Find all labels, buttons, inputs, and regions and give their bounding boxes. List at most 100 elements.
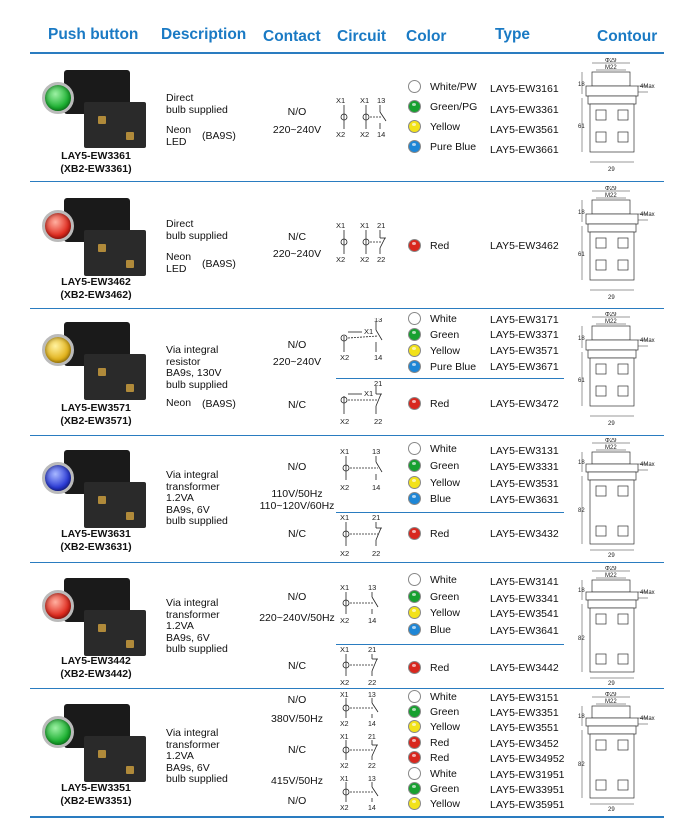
dim-label: 29 [608, 553, 615, 558]
dim-label: 29 [608, 681, 615, 686]
contact-type: N/C [287, 399, 307, 411]
contact-type: N/C [287, 231, 307, 243]
color-dot-green [408, 590, 421, 603]
color-dot-blue [408, 140, 421, 153]
dim-label: 4Max [640, 84, 655, 90]
contour-drawing: Φ29 M22 18 61 29 4Max [578, 58, 655, 173]
header-push-button: Push button [48, 26, 139, 43]
circuit-label: X2 [340, 616, 349, 625]
footer-rule [30, 816, 664, 818]
circuit-label: 13 [368, 583, 376, 592]
description: Direct bulb supplied [166, 92, 228, 116]
type-code: LAY5-EW3442 [490, 662, 559, 674]
contour-drawing: Φ29 M22 18 61 29 4Max [578, 312, 655, 427]
lens-icon [42, 716, 74, 748]
header-rule [30, 52, 664, 54]
dim-label: 29 [608, 295, 615, 301]
color-dot-blue [408, 492, 421, 505]
circuit-label: X2 [340, 763, 349, 770]
dim-label: 18 [578, 82, 585, 88]
circuit-label: 13 [368, 776, 376, 783]
circuit-label: 13 [377, 96, 385, 105]
type-code: LAY5-EW3151 [490, 692, 559, 704]
color-name: White [430, 313, 457, 325]
switch-base [84, 102, 146, 148]
color-dot-red [408, 239, 421, 252]
circuit-label: X1 [340, 447, 349, 456]
circuit-diagram: X1 13 X2 14 X1 21 X2 22 [340, 318, 382, 426]
type-code: LAY5-EW3341 [490, 593, 559, 605]
circuit-label: X1 [340, 776, 349, 783]
model-code: LAY5-EW3442(XB2-EW3442) [60, 655, 132, 680]
switch-base [84, 736, 146, 782]
description: Neon [166, 397, 192, 409]
switch-base [84, 482, 146, 528]
contact-voltage: 220~240V [272, 356, 322, 368]
type-code: LAY5-EW33951 [490, 784, 565, 796]
terminal-screw [98, 116, 106, 124]
description-note: (BA9S) [202, 398, 236, 410]
type-code: LAY5-EW3171 [490, 314, 559, 326]
contact-voltage: 110V/50Hz 110~120V/60Hz [259, 488, 335, 512]
dim-label: M22 [605, 445, 617, 451]
circuit-label: X2 [340, 549, 349, 558]
contact-voltage: 220~240V/50Hz [259, 612, 335, 624]
circuit-label: X2 [340, 353, 349, 362]
color-name: Yellow [430, 477, 460, 489]
circuit-label: 22 [368, 678, 376, 687]
dim-label: Φ29 [605, 58, 617, 64]
circuit-label: 14 [368, 616, 376, 625]
type-code: LAY5-EW3361 [490, 104, 559, 116]
circuit-diagram: X1 13 X2 14 X1 21 X2 22 X1 13 X2 14 [340, 692, 379, 812]
circuit-label: 22 [372, 549, 380, 558]
color-dot-yellow [408, 720, 421, 733]
circuit-label: X2 [340, 721, 349, 728]
dim-label: Φ29 [605, 692, 617, 698]
color-dot-green [408, 459, 421, 472]
color-dot-yellow [408, 120, 421, 133]
terminal-screw [126, 384, 134, 392]
dim-label: Φ29 [605, 438, 617, 444]
type-code: LAY5-EW3631 [490, 494, 559, 506]
circuit-diagram: X1 X1 13 X2 X2 14 [336, 96, 387, 139]
color-name: White [430, 768, 457, 780]
type-code: LAY5-EW35951 [490, 799, 565, 811]
circuit-label: X2 [340, 417, 349, 426]
color-name: Yellow [430, 607, 460, 619]
description: Direct bulb supplied [166, 218, 228, 242]
circuit-label: X1 [340, 645, 349, 654]
type-code: LAY5-EW3462 [490, 240, 559, 252]
dim-label: 61 [578, 252, 585, 258]
dim-label: 82 [578, 636, 585, 642]
contact-voltage: 220~240V [272, 124, 322, 136]
color-name: Red [430, 528, 450, 540]
color-dot-white [408, 690, 421, 703]
description-note: (BA9S) [202, 258, 236, 270]
circuit-label: 21 [368, 645, 376, 654]
lens-icon [42, 82, 74, 114]
circuit-label: X1 [364, 327, 373, 336]
color-name: Pure Blue [430, 361, 477, 373]
terminal-screw [98, 624, 106, 632]
product-image [38, 574, 150, 674]
circuit-label: 22 [368, 763, 376, 770]
contact-type: N/O [287, 461, 307, 473]
circuit-label: X2 [336, 130, 345, 139]
terminal-screw [126, 640, 134, 648]
row-separator [30, 308, 664, 309]
lens-icon [42, 590, 74, 622]
contact-voltage: 380V/50Hz [271, 713, 323, 725]
circuit-label: 14 [368, 721, 376, 728]
type-code: LAY5-EW3131 [490, 445, 559, 457]
dim-label: M22 [605, 699, 617, 705]
circuit-label: X2 [340, 805, 349, 812]
circuit-label: X2 [336, 255, 345, 264]
color-dot-green [408, 100, 421, 113]
color-dot-yellow [408, 797, 421, 810]
color-name: Red [430, 398, 450, 410]
dim-label: 18 [578, 714, 585, 720]
type-code: LAY5-EW3531 [490, 478, 559, 490]
circuit-label: X1 [340, 583, 349, 592]
color-dot-green [408, 705, 421, 718]
circuit-label: 14 [368, 805, 376, 812]
